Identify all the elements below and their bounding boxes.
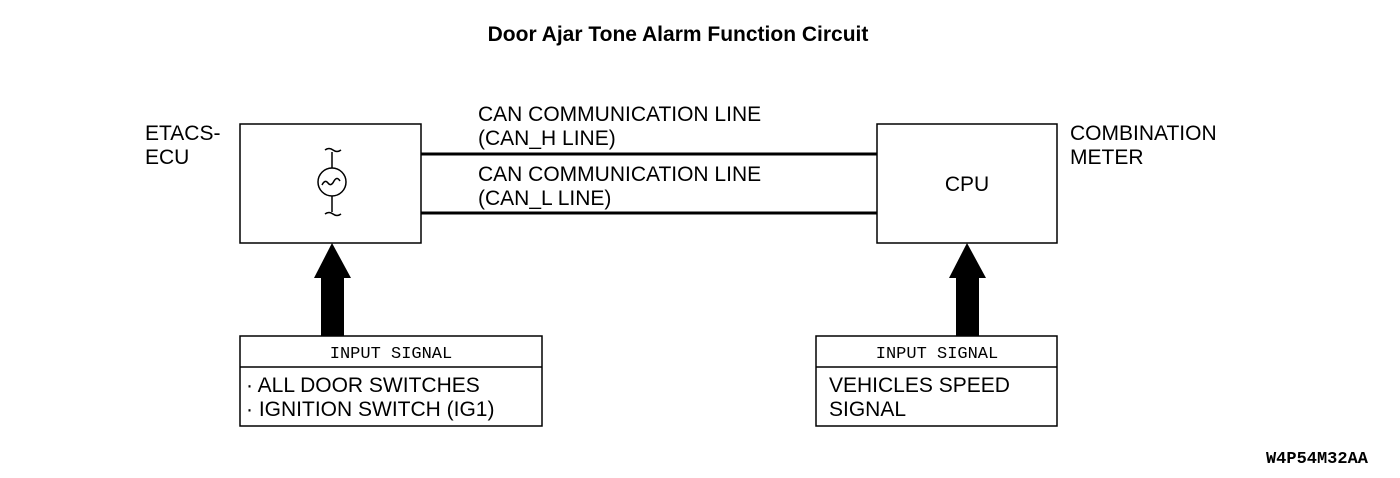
right-input-header: INPUT SIGNAL (876, 345, 998, 364)
left-input-line2: · IGNITION SWITCH (IG1) (246, 398, 494, 421)
etacs-ecu-label-line1: ETACS- (145, 122, 220, 145)
can-l-label-line1: CAN COMMUNICATION LINE (478, 163, 761, 186)
can-h-label-line1: CAN COMMUNICATION LINE (478, 103, 761, 126)
left-input-arrow (314, 243, 351, 336)
etacs-ecu-label-line2: ECU (145, 146, 189, 169)
can-l-label-line2: (CAN_L LINE) (478, 187, 611, 210)
can-h-label-line2: (CAN_H LINE) (478, 127, 616, 150)
left-input-line1: · ALL DOOR SWITCHES (246, 374, 480, 397)
right-input-line1: VEHICLES SPEED (829, 374, 1010, 397)
figure-code: W4P54M32AA (1266, 450, 1369, 469)
combination-meter-label-line1: COMBINATION (1070, 122, 1217, 145)
diagram-title: Door Ajar Tone Alarm Function Circuit (488, 23, 869, 46)
cpu-label: CPU (945, 173, 989, 196)
right-input-arrow (949, 243, 986, 336)
combination-meter-label-line2: METER (1070, 146, 1144, 169)
right-input-signal-box: INPUT SIGNAL VEHICLES SPEED SIGNAL (815, 335, 1058, 427)
left-input-header: INPUT SIGNAL (330, 345, 452, 364)
signal-transceiver-icon (317, 147, 347, 217)
left-input-signal-box: INPUT SIGNAL · ALL DOOR SWITCHES · IGNIT… (239, 335, 543, 427)
etacs-ecu-box (239, 123, 422, 244)
right-input-line2: SIGNAL (829, 398, 906, 421)
